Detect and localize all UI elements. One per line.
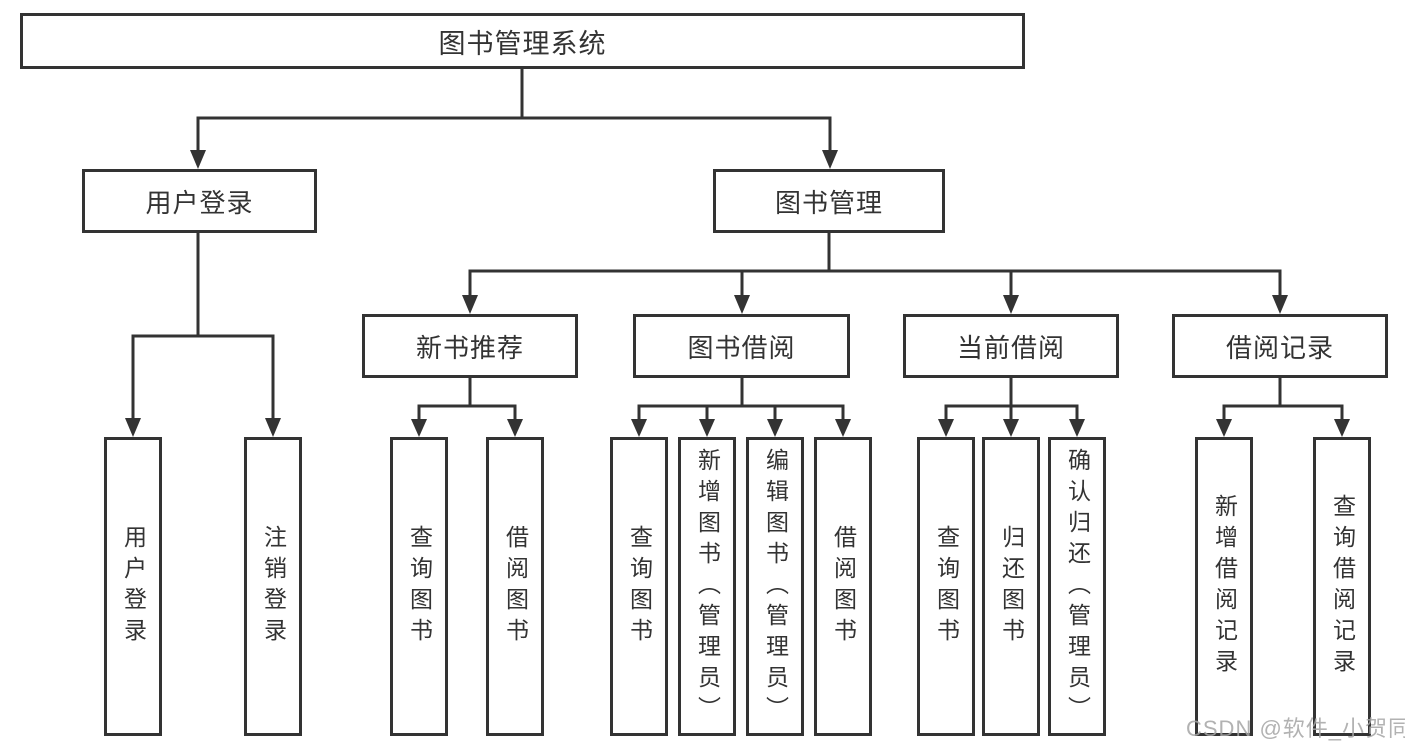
connector-root-to-branches [190, 69, 838, 169]
node-user-login: 用户登录 [82, 169, 317, 233]
connector-book-borrow-children [631, 378, 851, 437]
leaf-newrec-query-books: 查询图书 [390, 437, 448, 736]
leaf-current-query-books: 查询图书 [917, 437, 975, 736]
leaf-logout: 注销登录 [244, 437, 302, 736]
leaf-borrow-add-books-admin: 新增图书（管理员） [678, 437, 736, 736]
node-borrow-records: 借阅记录 [1172, 314, 1388, 378]
leaf-records-add-record: 新增借阅记录 [1195, 437, 1253, 736]
connector-user-login-children [125, 233, 281, 437]
connector-book-management-children [462, 233, 1288, 314]
node-root: 图书管理系统 [20, 13, 1025, 69]
connector-current-borrow-children [938, 378, 1085, 437]
leaf-borrow-borrow-books: 借阅图书 [814, 437, 872, 736]
connector-new-book-recommend-children [411, 378, 523, 437]
node-new-book-recommend: 新书推荐 [362, 314, 578, 378]
leaf-records-query-record: 查询借阅记录 [1313, 437, 1371, 736]
watermark: CSDN @软件_小贺同学 [1186, 716, 1405, 741]
connector-borrow-records-children [1216, 378, 1350, 437]
node-current-borrow: 当前借阅 [903, 314, 1119, 378]
node-book-borrow: 图书借阅 [633, 314, 850, 378]
node-book-management: 图书管理 [713, 169, 945, 233]
leaf-user-login: 用户登录 [104, 437, 162, 736]
leaf-borrow-edit-books-admin: 编辑图书（管理员） [746, 437, 804, 736]
leaf-current-confirm-return-admin: 确认归还（管理员） [1048, 437, 1106, 736]
leaf-borrow-query-books: 查询图书 [610, 437, 668, 736]
leaf-newrec-borrow-books: 借阅图书 [486, 437, 544, 736]
leaf-current-return-books: 归还图书 [982, 437, 1040, 736]
